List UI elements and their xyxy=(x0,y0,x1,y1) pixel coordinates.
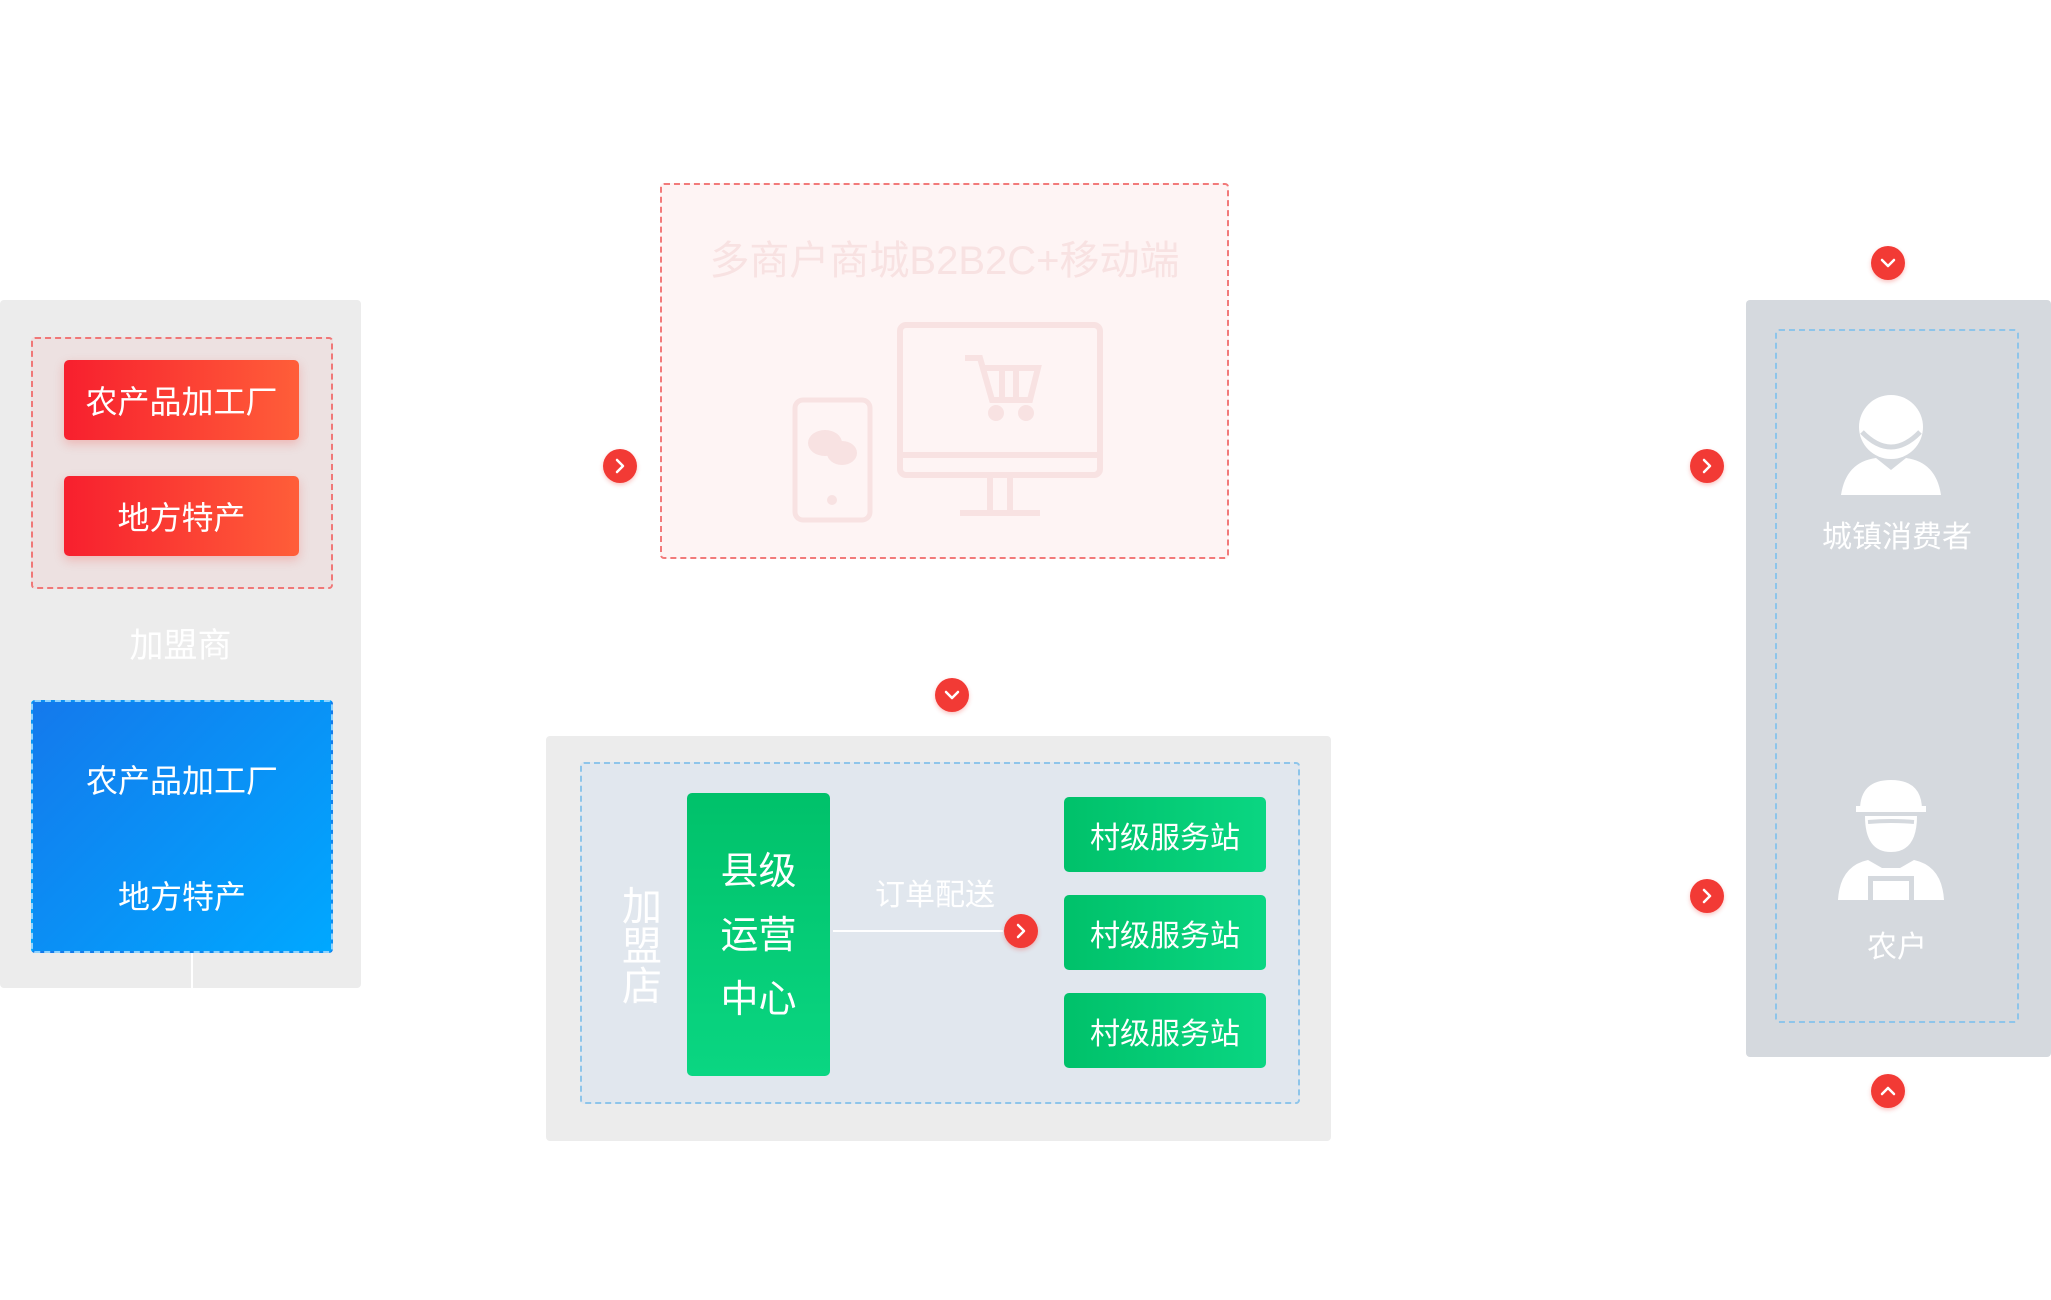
consumer-person-icon xyxy=(1841,395,1941,495)
village-service-station-3[interactable]: 村级服务站 xyxy=(1064,993,1266,1068)
blue-processing-plant-label: 农产品加工厂 xyxy=(85,762,278,800)
connector-line xyxy=(191,953,193,988)
urban-consumer-label: 城镇消费者 xyxy=(1822,520,1972,555)
village-service-station-1[interactable]: 村级服务站 xyxy=(1064,797,1266,872)
arrow-down-icon xyxy=(935,678,969,712)
farmer-person-icon xyxy=(1838,780,1944,900)
phone-wechat-icon xyxy=(792,397,873,523)
farmer-label: 农户 xyxy=(1867,930,1927,965)
blue-local-specialty-label: 地方特产 xyxy=(117,878,246,916)
arrow-right-icon xyxy=(1690,449,1724,483)
arrow-right-icon xyxy=(1690,879,1724,913)
arrow-up-icon xyxy=(1871,1074,1905,1108)
order-delivery-line xyxy=(833,930,1003,932)
village-service-station-2[interactable]: 村级服务站 xyxy=(1064,895,1266,970)
franchisee-blue-group[interactable] xyxy=(31,700,333,953)
arrow-down-icon xyxy=(1871,246,1905,280)
franchisee-label: 加盟商 xyxy=(129,626,232,666)
red-local-specialty-button[interactable]: 地方特产 xyxy=(64,476,299,556)
mall-platform-box xyxy=(660,183,1229,559)
red-processing-plant-button[interactable]: 农产品加工厂 xyxy=(64,360,299,440)
mall-title: 多商户商城B2B2C+移动端 xyxy=(709,239,1180,283)
county-operation-center-label: 县级运营中心 xyxy=(720,848,797,1021)
arrow-right-icon xyxy=(1004,914,1038,948)
arrow-right-icon xyxy=(603,449,637,483)
customers-inner xyxy=(1775,329,2019,1023)
order-delivery-label: 订单配送 xyxy=(875,878,995,913)
monitor-cart-icon xyxy=(897,322,1103,516)
franchise-store-label: 加盟店 xyxy=(615,885,661,1005)
county-operation-center[interactable]: 县级运营中心 xyxy=(687,793,830,1076)
mall-devices-graphic xyxy=(792,322,1103,523)
